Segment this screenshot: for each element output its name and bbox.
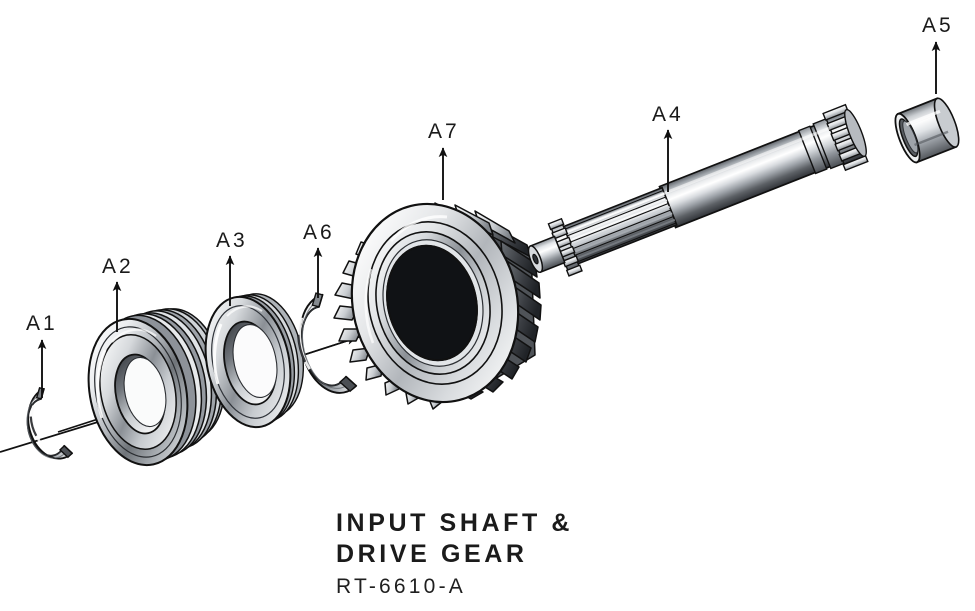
callout-label-a3: A3 (216, 229, 248, 252)
part-a1-snap-ring-small (26, 387, 74, 460)
part-a5-bushing-sleeve (894, 97, 960, 164)
part-a2-grooved-ball-bearing (87, 308, 226, 467)
part-a7-drive-gear (333, 202, 542, 410)
title-block: INPUT SHAFT & DRIVE GEAR RT-6610-A (336, 508, 756, 602)
callout-leader-arrows (37, 41, 941, 398)
part-number: RT-6610-A (336, 575, 466, 598)
callout-label-a2: A2 (102, 255, 134, 278)
callout-label-a6: A6 (303, 221, 335, 244)
callout-label-a4: A4 (652, 103, 684, 126)
title-line-2: DRIVE GEAR (336, 540, 528, 568)
callout-label-a1: A1 (26, 312, 58, 335)
part-a4-input-shaft (527, 103, 869, 277)
title-line-1: INPUT SHAFT & (336, 509, 574, 537)
callout-label-a7: A7 (428, 120, 460, 143)
part-a3-spacer-washer (204, 293, 305, 429)
part-a6-snap-ring-large (297, 292, 358, 394)
callout-label-a5: A5 (922, 14, 954, 37)
